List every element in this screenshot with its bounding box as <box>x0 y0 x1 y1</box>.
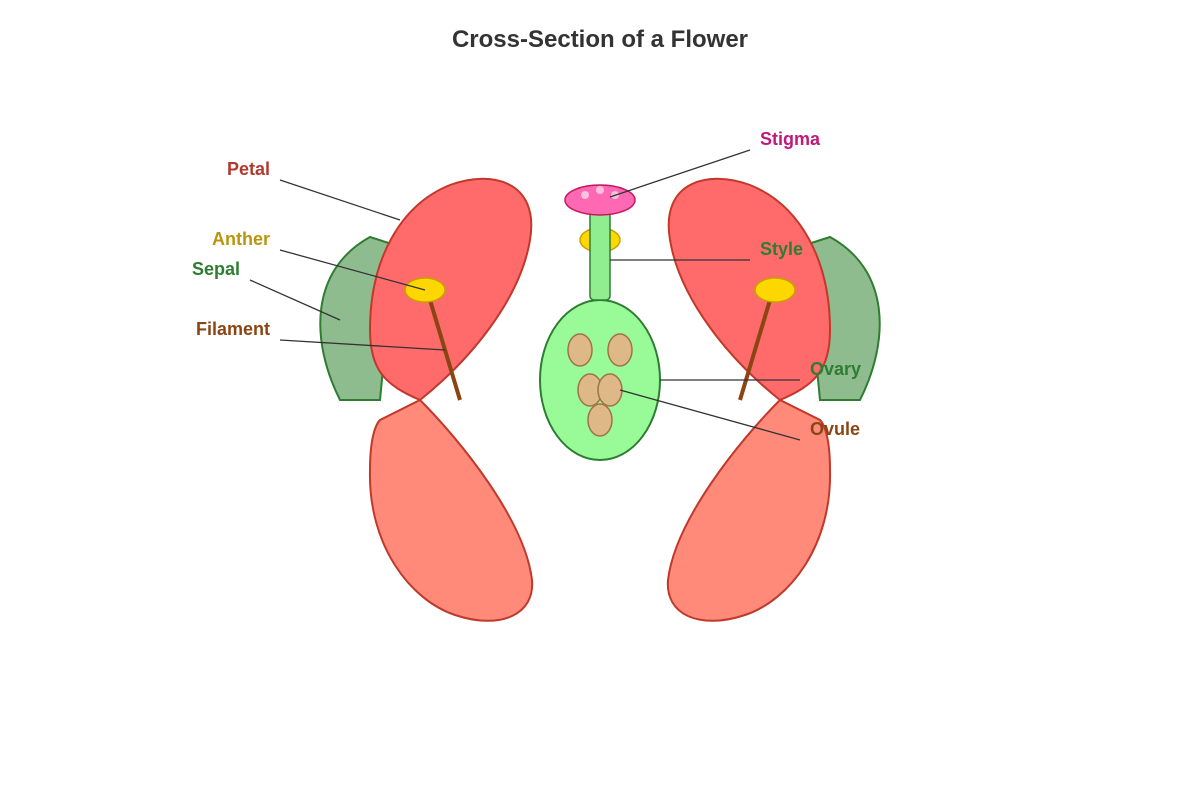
label-filament: Filament <box>196 319 270 339</box>
sepal-leader-line <box>249 279 341 321</box>
ovule <box>597 373 623 407</box>
label-ovule: Ovule <box>810 419 860 439</box>
filament-leader-line <box>279 339 446 351</box>
ovule-leader-line <box>619 389 801 441</box>
label-anther: Anther <box>212 229 270 249</box>
petal-upper-right <box>667 177 832 402</box>
filament-right <box>738 299 772 401</box>
petal-leader-line <box>279 179 401 221</box>
label-petal: Petal <box>227 159 270 179</box>
stigma-leader-line <box>609 149 751 198</box>
anther-leader-line <box>279 249 426 291</box>
petal-upper-left <box>368 177 533 402</box>
label-style: Style <box>760 239 803 259</box>
ovule <box>607 333 633 367</box>
petal-lower-left <box>368 398 534 622</box>
label-sepal: Sepal <box>192 259 240 279</box>
anther-right <box>754 277 796 303</box>
label-ovary: Ovary <box>810 359 861 379</box>
ovule <box>587 403 613 437</box>
ovule <box>567 333 593 367</box>
label-stigma: Stigma <box>760 129 821 149</box>
diagram-title: Cross-Section of a Flower <box>451 26 749 53</box>
pollen-grain <box>581 191 589 199</box>
petal-lower-right <box>666 398 832 622</box>
pollen-grain <box>596 186 604 194</box>
